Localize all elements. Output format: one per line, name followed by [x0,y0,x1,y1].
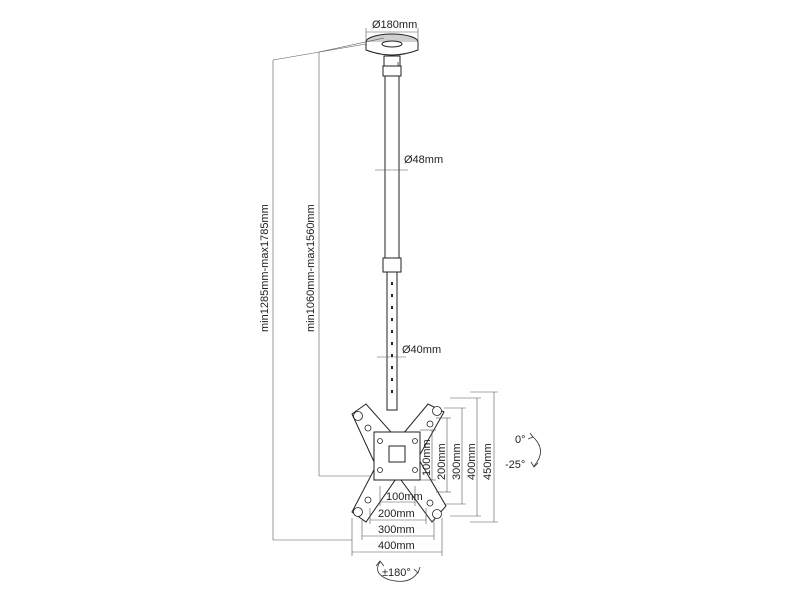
vesa-v-200-label: 200mm [436,443,448,480]
swivel-label: ±180° [382,567,411,579]
upper-tube [382,65,402,273]
adjustment-hole [391,306,393,309]
adjustment-hole [391,378,393,381]
plate-diameter-label: Ø180mm [372,19,417,31]
adjustment-hole [391,366,393,369]
tube-diameter-dimensions: Ø48mm Ø40mm [375,154,443,358]
adjustment-hole [391,354,393,357]
total-height-label: min1285mm-max1785mm [259,204,271,332]
swivel-arrow-icon [377,561,419,582]
vesa-v-100-label: 100mm [421,439,433,476]
tilt-indicator: 0° -25° [505,432,541,471]
tilt-bottom-label: -25° [505,459,525,471]
height-dimensions: min1285mm-max1785mm min1060mm-max1560mm [259,37,385,541]
vesa-vertical-dimensions: 100mm 200mm 300mm 400mm 450mm [420,391,498,523]
upper-tube-diameter-label: Ø48mm [404,154,443,166]
plate-diameter-dimension: Ø180mm [365,19,419,42]
adjustment-hole [391,390,393,393]
vesa-h-100-label: 100mm [386,491,423,503]
vesa-v-450-label: 450mm [482,443,494,480]
adjustment-hole [391,342,393,345]
adjustment-hole [391,282,393,285]
vesa-horizontal-dimensions: 100mm 200mm 300mm 400mm [351,486,443,556]
vesa-bracket [351,403,447,523]
vesa-v-300-label: 300mm [451,443,463,480]
vesa-v-400-label: 400mm [466,443,478,480]
lower-tube-diameter-label: Ø40mm [402,344,441,356]
adjustment-holes [391,282,393,393]
vesa-h-200-label: 200mm [378,508,415,520]
adjustment-hole [391,294,393,297]
swivel-indicator: ±180° [375,560,421,582]
vesa-h-300-label: 300mm [378,524,415,536]
adjustment-hole [391,330,393,333]
adjustment-hole [391,318,393,321]
pole-height-label: min1060mm-max1560mm [305,204,317,332]
tilt-arrow-icon [531,435,541,467]
tilt-top-label: 0° [515,434,526,446]
lower-tube [386,271,398,411]
vesa-h-400-label: 400mm [378,540,415,552]
